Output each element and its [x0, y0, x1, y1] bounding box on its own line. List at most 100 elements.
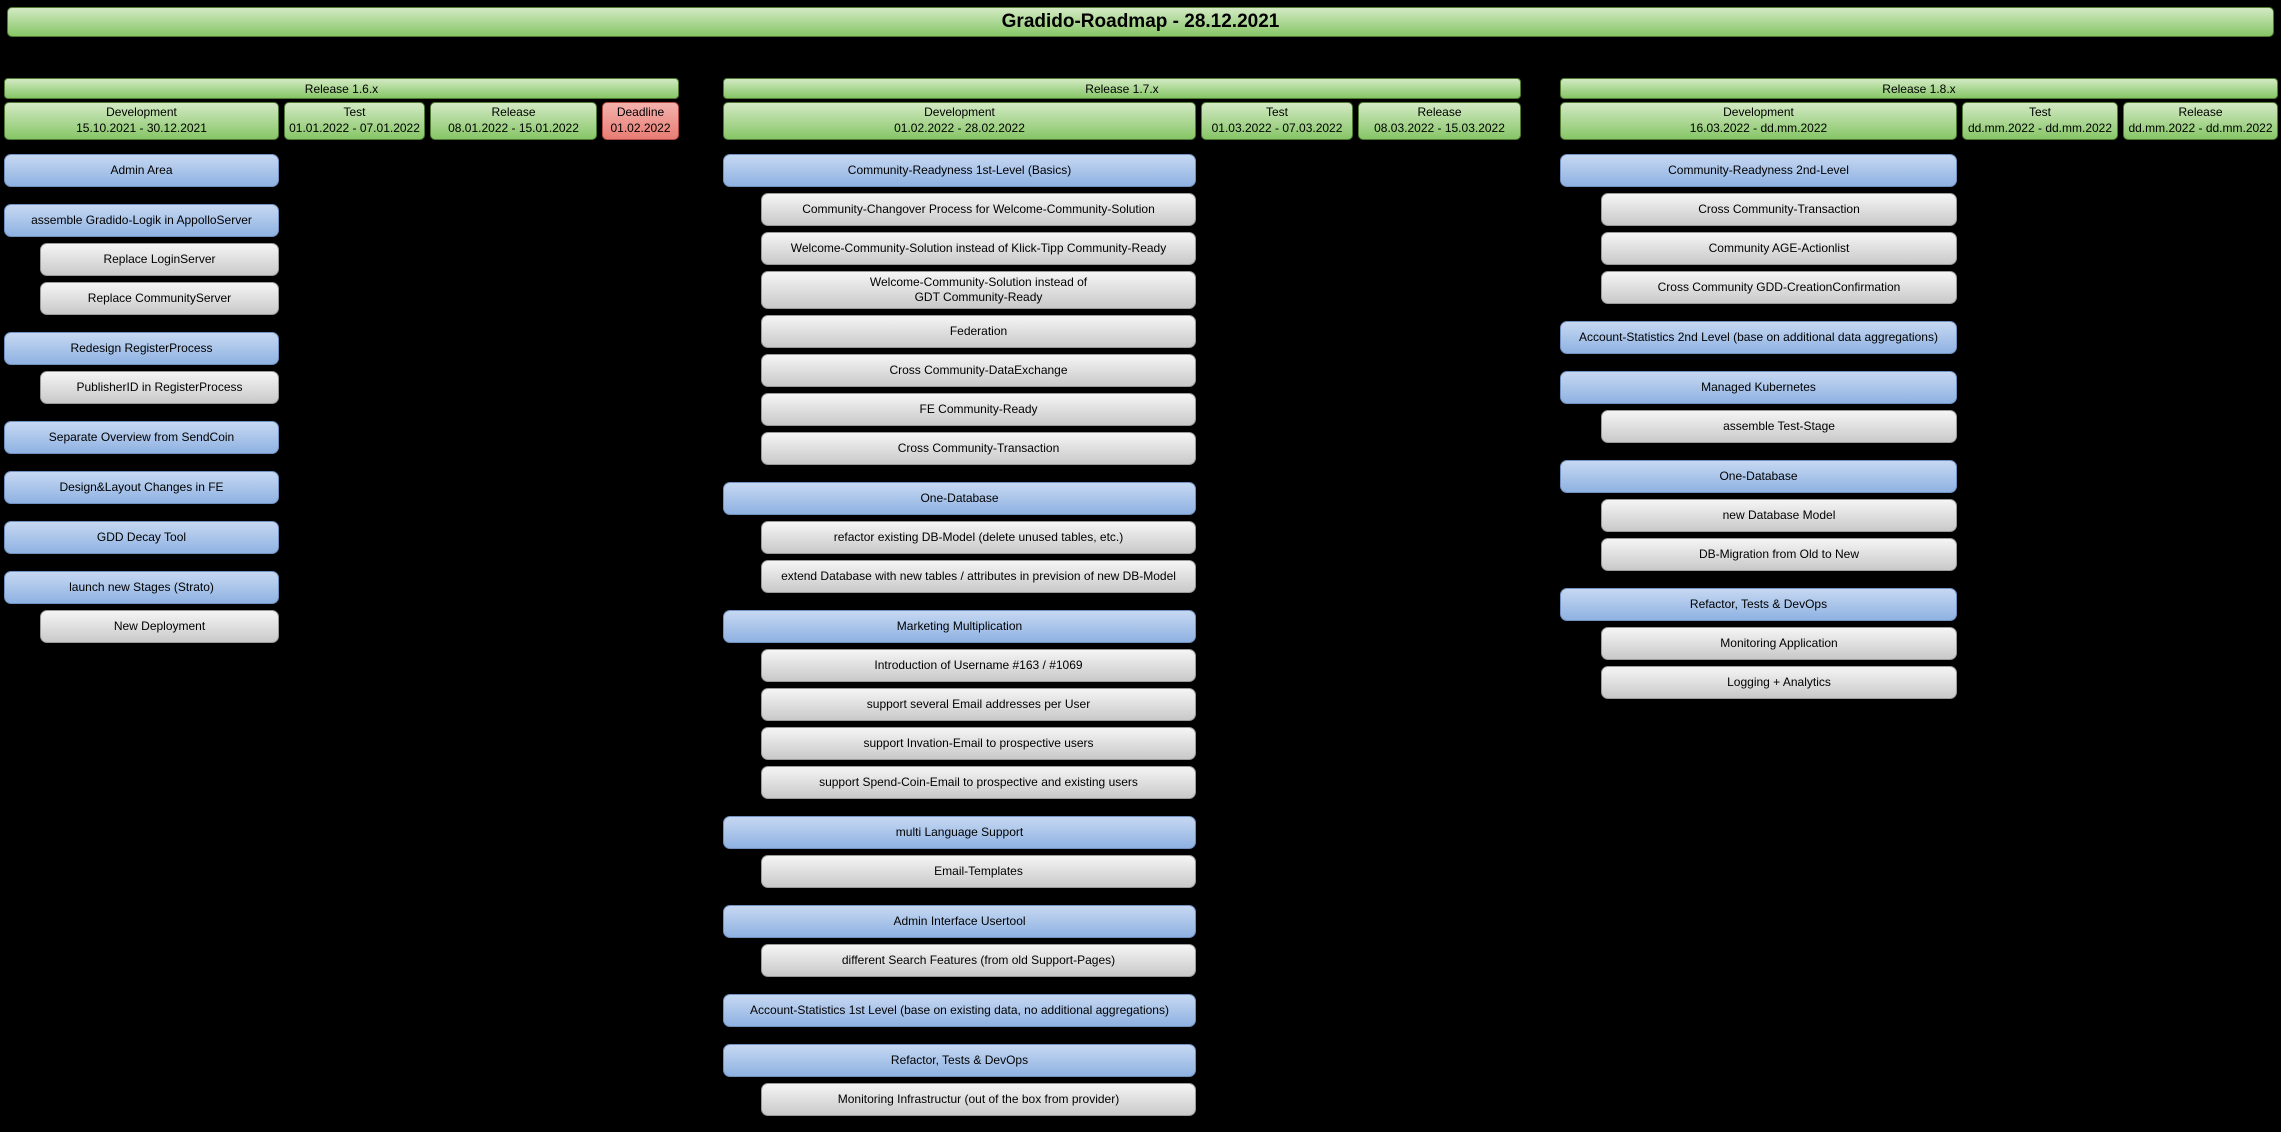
task-item: Monitoring Infrastructur (out of the box…	[761, 1083, 1196, 1116]
phase-label: Development	[1723, 105, 1794, 120]
task-list: Community-Readyness 1st-Level (Basics) Co…	[723, 154, 1521, 1116]
task-group: Separate Overview from SendCoin	[4, 421, 679, 454]
release-header: Release 1.8.x	[1560, 78, 2278, 99]
task-group: Account-Statistics 2nd Level (base on ad…	[1560, 321, 2278, 354]
task-group-header: assemble Gradido-Logik in AppolloServer	[4, 204, 279, 237]
task-group-header: Admin Area	[4, 154, 279, 187]
phase-dates: 01.02.2022	[610, 121, 671, 135]
task-item: Cross Community-Transaction	[1601, 193, 1957, 226]
task-item: Cross Community-DataExchange	[761, 354, 1196, 387]
phase-label: Test	[2028, 105, 2051, 120]
task-group: GDD Decay Tool	[4, 521, 679, 554]
task-group-header: GDD Decay Tool	[4, 521, 279, 554]
task-item: Welcome-Community-Solution instead of Kl…	[761, 232, 1196, 265]
task-item: support several Email addresses per User	[761, 688, 1196, 721]
phase-dates: 01.02.2022 - 28.02.2022	[894, 121, 1025, 135]
phase-dates: 08.01.2022 - 15.01.2022	[448, 121, 579, 135]
task-item: Community AGE-Actionlist	[1601, 232, 1957, 265]
task-item: refactor existing DB-Model (delete unuse…	[761, 521, 1196, 554]
phase-label: Release	[1417, 105, 1462, 120]
task-group-header: Refactor, Tests & DevOps	[1560, 588, 1957, 621]
task-group-header: launch new Stages (Strato)	[4, 571, 279, 604]
task-group-header: Managed Kubernetes	[1560, 371, 1957, 404]
task-group-header: Marketing Multiplication	[723, 610, 1196, 643]
phase-dates: 01.03.2022 - 07.03.2022	[1211, 121, 1343, 135]
task-item: DB-Migration from Old to New	[1601, 538, 1957, 571]
task-item: support Spend-Coin-Email to prospective …	[761, 766, 1196, 799]
task-group-header: Account-Statistics 2nd Level (base on ad…	[1560, 321, 1957, 354]
task-group-header: Community-Readyness 1st-Level (Basics)	[723, 154, 1196, 187]
phase-label: Development	[924, 105, 995, 120]
task-item: assemble Test-Stage	[1601, 410, 1957, 443]
roadmap-title: Gradido-Roadmap - 28.12.2021	[7, 7, 2274, 37]
task-item: extend Database with new tables / attrib…	[761, 560, 1196, 593]
phase-dates: dd.mm.2022 - dd.mm.2022	[1967, 121, 2113, 135]
task-item: Email-Templates	[761, 855, 1196, 888]
task-group: Managed Kubernetes assemble Test-Stage	[1560, 371, 2278, 443]
task-group-header: Design&Layout Changes in FE	[4, 471, 279, 504]
task-item: Welcome-Community-Solution instead of GD…	[761, 271, 1196, 309]
phase-label: Deadline	[616, 105, 665, 120]
task-item: different Search Features (from old Supp…	[761, 944, 1196, 977]
phase-label: Test	[343, 105, 366, 120]
task-group: launch new Stages (Strato)New Deployment	[4, 571, 679, 643]
task-item: Community-Changover Process for Welcome-…	[761, 193, 1196, 226]
phase-label: Test	[1265, 105, 1288, 120]
phase-dates: dd.mm.2022 - dd.mm.2022	[2128, 121, 2273, 135]
task-group-header: multi Language Support	[723, 816, 1196, 849]
task-group-header: Separate Overview from SendCoin	[4, 421, 279, 454]
phase-label: Development	[106, 105, 177, 120]
task-group-header: Refactor, Tests & DevOps	[723, 1044, 1196, 1077]
task-group: Design&Layout Changes in FE	[4, 471, 679, 504]
task-item: Cross Community-Transaction	[761, 432, 1196, 465]
task-item: Introduction of Username #163 / #1069	[761, 649, 1196, 682]
phase-dates: 16.03.2022 - dd.mm.2022	[1689, 121, 1828, 135]
phase-dates: 15.10.2021 - 30.12.2021	[76, 121, 207, 135]
task-item: Replace CommunityServer	[40, 282, 279, 315]
task-group-header: Redesign RegisterProcess	[4, 332, 279, 365]
task-item: Logging + Analytics	[1601, 666, 1957, 699]
task-item: Cross Community GDD-CreationConfirmation	[1601, 271, 1957, 304]
task-group-header: Admin Interface Usertool	[723, 905, 1196, 938]
task-group-header: Account-Statistics 1st Level (base on ex…	[723, 994, 1196, 1027]
task-item: FE Community-Ready	[761, 393, 1196, 426]
task-item: Federation	[761, 315, 1196, 348]
task-group: Admin Interface Usertool different Search…	[723, 905, 1521, 977]
task-item: new Database Model	[1601, 499, 1957, 532]
task-list: Admin Area assemble Gradido-Logik in Appo…	[4, 154, 679, 643]
phase-dates: 01.01.2022 - 07.01.2022	[289, 121, 420, 135]
task-item: support Invation-Email to prospective us…	[761, 727, 1196, 760]
phase-label: Release	[2178, 105, 2223, 120]
task-group: Account-Statistics 1st Level (base on ex…	[723, 994, 1521, 1027]
release-header: Release 1.6.x	[4, 78, 679, 99]
task-item: PublisherID in RegisterProcess	[40, 371, 279, 404]
release-header: Release 1.7.x	[723, 78, 1521, 99]
task-group: Admin Area	[4, 154, 679, 187]
task-item: Replace LoginServer	[40, 243, 279, 276]
phase-dates: 08.03.2022 - 15.03.2022	[1374, 121, 1505, 135]
task-group-header: One-Database	[723, 482, 1196, 515]
task-group-header: One-Database	[1560, 460, 1957, 493]
task-group: Community-Readyness 1st-Level (Basics) Co…	[723, 154, 1521, 465]
task-item: Monitoring Application	[1601, 627, 1957, 660]
task-group-header: Community-Readyness 2nd-Level	[1560, 154, 1957, 187]
